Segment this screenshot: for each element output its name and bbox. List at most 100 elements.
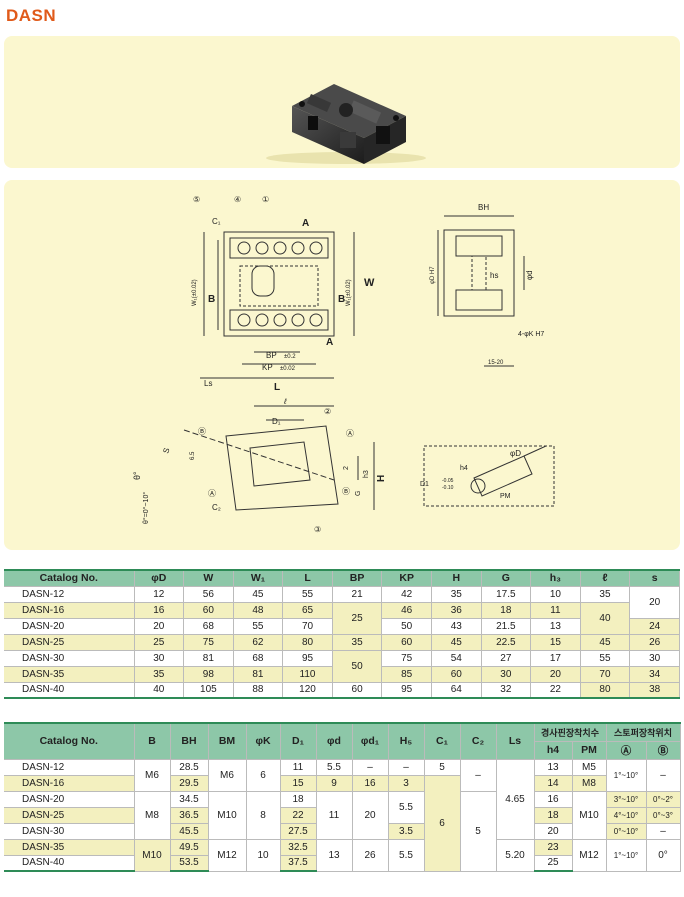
drawing-label: PM <box>500 493 511 500</box>
table-cell: 54 <box>431 650 482 667</box>
table-cell: DASN-12 <box>4 586 135 603</box>
table-cell: DASN-25 <box>4 634 135 651</box>
table-cell: 15 <box>530 634 581 651</box>
table-cell: 29.5 <box>170 775 209 792</box>
table-cell: 16 <box>134 602 185 619</box>
table-header-cell: Catalog No. <box>4 569 135 587</box>
table-cell: 34.5 <box>170 791 209 808</box>
drawing-label: KP <box>262 363 273 372</box>
table-header-cell: H₅ <box>388 722 425 760</box>
table-cell: 42 <box>381 586 432 603</box>
table-header-cell: φD <box>134 569 185 587</box>
table-cell: 5.5 <box>388 839 425 872</box>
drawing-label: ① <box>262 195 269 204</box>
table-row: DASN-16 29.5 15 9 16 3 6 14 M8 <box>4 775 680 872</box>
table-cell: – <box>352 759 389 776</box>
table-cell: 23 <box>534 839 573 856</box>
table-cell: 15 <box>280 775 317 792</box>
table-cell: 27.5 <box>280 823 317 840</box>
drawing-label: B <box>208 294 215 305</box>
dimension-table-2: Catalog No. B BH BM φK D₁ φd φd₁ H₅ C₁ C… <box>4 722 681 872</box>
product-photo <box>266 84 426 164</box>
drawing-label: Ⓑ <box>342 487 350 496</box>
table-cell: 1°~10° <box>606 759 647 792</box>
table-cell: DASN-16 <box>4 775 135 792</box>
table-cell: 80 <box>282 634 333 651</box>
table-row: DASN-20 M8 34.5 M10 8 18 11 20 5.5 5 16 … <box>4 791 681 872</box>
drawing-label: W₁(±0.02) <box>192 279 198 306</box>
table-cell: 3 <box>388 775 425 792</box>
table-cell: 30 <box>629 650 680 667</box>
drawing-label: L <box>274 382 280 393</box>
table-header-row: Catalog No. B BH BM φK D₁ φd φd₁ H₅ C₁ C… <box>4 722 681 760</box>
table-cell: 95 <box>381 682 432 699</box>
drawing-label: D1 <box>420 481 429 488</box>
table-header-cell: KP <box>381 569 432 587</box>
table-header-cell: h4 <box>534 741 573 760</box>
table-header-cell: D₁ <box>280 722 317 760</box>
table-cell: M5 <box>572 759 607 776</box>
table-row: DASN-40 53.5 37.5 25 <box>4 855 680 872</box>
table-cell: – <box>646 823 681 840</box>
table-cell: 0°~3° <box>646 807 681 824</box>
drawing-label: A <box>302 218 309 229</box>
product-photo-panel <box>4 36 680 168</box>
table-header-cell: BM <box>208 722 247 760</box>
table-header-cell: B <box>134 722 171 760</box>
table-header-cell: h₃ <box>530 569 581 587</box>
table-cell: 4.65 <box>496 759 535 840</box>
table-cell: 10 <box>530 586 581 603</box>
table-cell: 32.5 <box>280 839 317 856</box>
drawing-label: W <box>364 277 375 289</box>
table-cell: 85 <box>381 666 432 683</box>
drawing-label: ±0.02 <box>280 366 296 372</box>
table-cell: 26 <box>629 634 680 651</box>
table-row: DASN-25 36.5 22 18 4°~10° 0°~3° <box>4 807 681 824</box>
drawing-label: ⑤ <box>193 195 200 204</box>
table-cell: 46 <box>381 602 432 619</box>
table-header-cell: C₂ <box>460 722 497 760</box>
drawing-label: ② <box>324 407 331 416</box>
technical-drawing: ⑤ ④ ① C₁ A A B B W W₁(±0.02) W₁(±0.02) B… <box>132 195 555 534</box>
table-header-cell: φK <box>246 722 281 760</box>
table-cell: 40 <box>580 602 631 635</box>
table-cell: DASN-12 <box>4 759 135 776</box>
table-cell: 68 <box>183 618 234 635</box>
table-cell: 20 <box>134 618 185 635</box>
table-cell: 22.5 <box>481 634 532 651</box>
table-cell: 60 <box>332 682 383 699</box>
table-cell: 21 <box>332 586 383 603</box>
table-cell: 28.5 <box>170 759 209 776</box>
table-cell: 1°~10° <box>606 839 647 872</box>
drawing-label: h3 <box>363 470 370 478</box>
table-cell: 32 <box>481 682 532 699</box>
table-header-cell: φd₁ <box>352 722 389 760</box>
table-cell: 70 <box>282 618 333 635</box>
table-cell: 60 <box>183 602 234 619</box>
drawing-label: -0.10 <box>442 485 454 491</box>
table-cell: 13 <box>534 759 573 776</box>
table-header-row: Catalog No. φD W W₁ L BP KP H G h₃ ℓ s <box>4 569 680 587</box>
table-header-cell: 경사핀장착치수 <box>534 722 607 742</box>
table-cell: 35 <box>580 586 631 603</box>
table-cell: 55 <box>233 618 284 635</box>
drawing-label: H <box>376 475 387 482</box>
table-cell: 120 <box>282 682 333 699</box>
table-cell: 50 <box>381 618 432 635</box>
drawing-label: 4-φK H7 <box>518 331 544 338</box>
table-cell: 25 <box>534 855 573 872</box>
table-cell: 98 <box>183 666 234 683</box>
table-cell: 27 <box>481 650 532 667</box>
table-cell: DASN-20 <box>4 618 135 635</box>
drawing-label: C₁ <box>212 217 221 226</box>
drawing-label: ±0.2 <box>284 354 296 360</box>
table-cell: 62 <box>233 634 284 651</box>
drawing-label: Ls <box>204 379 212 388</box>
table-cell: – <box>646 759 681 792</box>
table-header-cell: W₁ <box>233 569 284 587</box>
table-cell: 34 <box>629 666 680 683</box>
